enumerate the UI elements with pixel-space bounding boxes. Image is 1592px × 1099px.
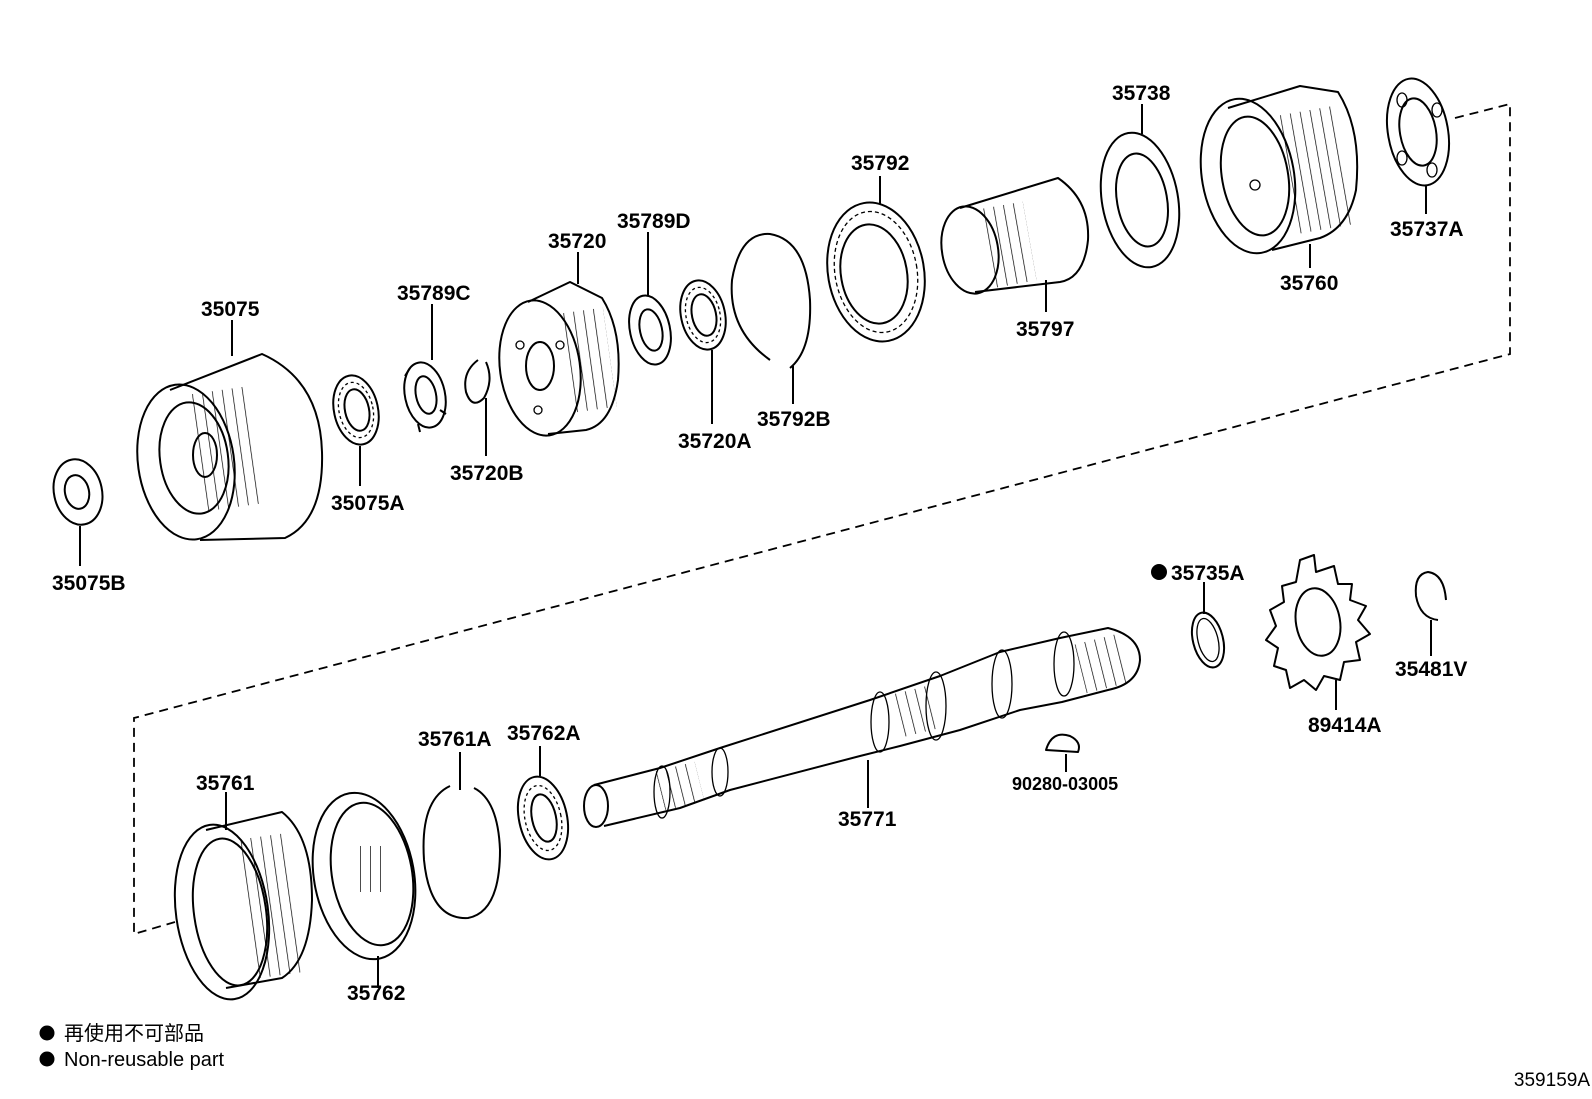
part-35761A-snap-ring	[422, 785, 501, 920]
part-35735A-seal-ring	[1190, 611, 1226, 669]
part-35481V-snap-ring	[1414, 571, 1447, 621]
label-35789D: 35789D	[617, 210, 691, 233]
label-35075B: 35075B	[52, 572, 126, 595]
label-35761A: 35761A	[418, 728, 492, 751]
part-35075-clutch-drum	[136, 353, 324, 541]
part-89414A-sensor-rotor	[1265, 554, 1371, 691]
leader-lines	[79, 104, 1432, 988]
legend-bullet-japanese	[39, 1025, 55, 1041]
label-35792: 35792	[851, 152, 909, 175]
part-35737A-thrust-plate	[1386, 77, 1450, 187]
drawing-code: 359159A	[1514, 1070, 1590, 1091]
non-reusable-marker	[1151, 564, 1167, 580]
label-35737A: 35737A	[1390, 218, 1464, 241]
part-35720A-needle-bearing	[679, 279, 727, 351]
legend-english-text: Non-reusable part	[64, 1049, 225, 1071]
label-35792B: 35792B	[757, 408, 831, 431]
part-35075B-washer	[52, 458, 104, 526]
part-35789C-thrust-washer	[403, 361, 447, 433]
legend-japanese-text: 再使用不可部品	[64, 1022, 204, 1045]
part-35797-sleeve	[940, 177, 1090, 295]
part-90280-03005-key	[1045, 733, 1080, 753]
part-35789D-washer	[628, 294, 672, 366]
part-35761-clutch-drum	[173, 811, 313, 1001]
label-35771: 35771	[838, 808, 897, 831]
label-35075: 35075	[201, 298, 260, 321]
label-35738: 35738	[1112, 82, 1171, 105]
label-35762A: 35762A	[507, 722, 581, 745]
label-35797: 35797	[1016, 318, 1074, 341]
assembly-dashed-outline	[133, 102, 1511, 936]
label-35735A: 35735A	[1171, 562, 1245, 585]
part-35771-output-shaft	[583, 627, 1141, 828]
label-90280-03005: 90280-03005	[1012, 774, 1118, 794]
part-35762-hub	[311, 791, 417, 961]
part-35720-planetary-carrier	[498, 281, 620, 437]
legend-bullet-english	[39, 1051, 55, 1067]
label-35720: 35720	[548, 230, 606, 253]
part-35720B-snap-ring	[464, 359, 491, 404]
label-35761: 35761	[196, 772, 255, 795]
label-89414A: 89414A	[1308, 714, 1382, 737]
part-35762A-thrust-bearing	[516, 775, 570, 861]
part-35792-one-way-clutch	[826, 201, 926, 343]
part-35760-clutch-hub	[1199, 85, 1359, 255]
label-35481V: 35481V	[1395, 658, 1467, 681]
label-35762: 35762	[347, 982, 405, 1005]
label-35760: 35760	[1280, 272, 1338, 295]
part-35738-ring	[1099, 131, 1181, 269]
label-35075A: 35075A	[331, 492, 405, 515]
legend: 再使用不可部品 Non-reusable part	[39, 1022, 225, 1071]
part-35075A-thrust-bearing	[332, 374, 380, 446]
part-35792B-snap-ring	[730, 232, 812, 369]
label-35720B: 35720B	[450, 462, 524, 485]
label-35720A: 35720A	[678, 430, 752, 453]
label-35789C: 35789C	[397, 282, 471, 305]
